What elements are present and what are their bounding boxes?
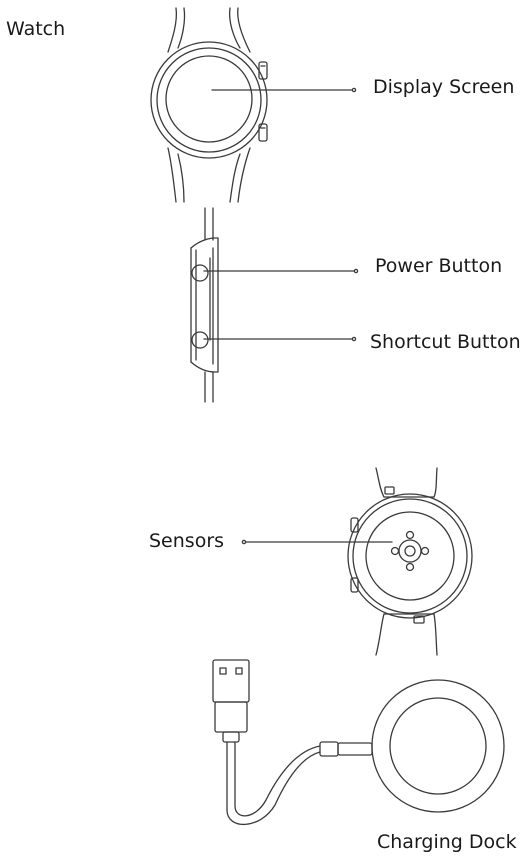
charging-dock-label: Charging Dock <box>377 831 517 853</box>
watch-front-illustration <box>150 7 268 203</box>
shortcut-button-leader-line <box>203 336 357 342</box>
shortcut-button-label: Shortcut Button <box>370 331 521 353</box>
watch-side-illustration <box>190 207 219 403</box>
sensors-leader-line <box>241 539 393 545</box>
power-button-leader-line <box>203 268 359 274</box>
sensors-label: Sensors <box>149 530 225 552</box>
watch-title: Watch <box>6 18 66 40</box>
watch-back-illustration <box>347 467 473 656</box>
display-screen-label: Display Screen <box>373 76 515 98</box>
display-screen-leader-line <box>211 87 357 93</box>
power-button-label: Power Button <box>375 255 503 277</box>
charging-dock-illustration <box>212 659 505 826</box>
